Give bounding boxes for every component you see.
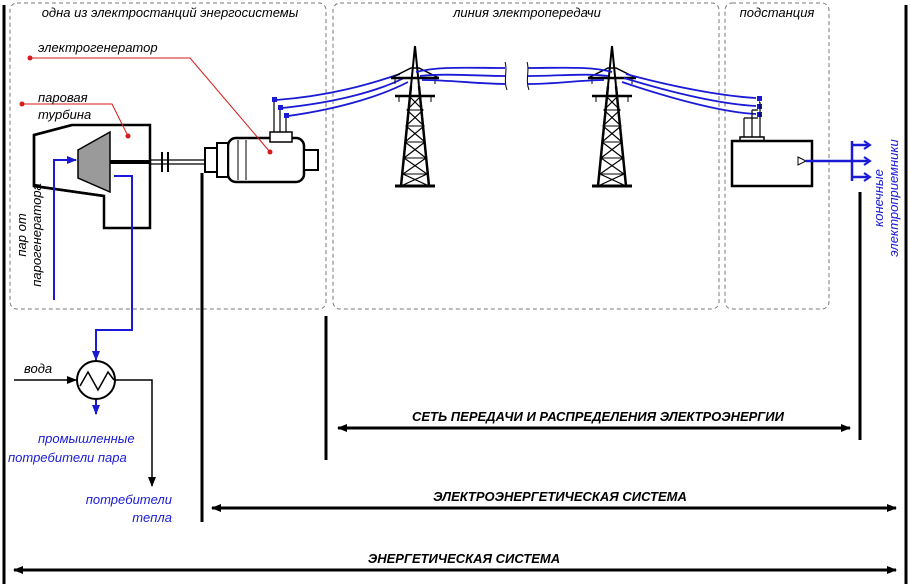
outgoing-feeder [806,141,868,181]
steam-input-line [53,156,77,300]
generator-body [226,136,306,184]
power-station-title: одна из электростанций энергосистемы [42,5,299,20]
industrial-label-1: промышленные [38,431,135,446]
power-station-region [9,2,327,310]
steam-label-1: пар от [14,213,29,256]
substation-title: подстанция [740,5,815,20]
energy-system-span-label: ЭНЕРГЕТИЧЕСКАЯ СИСТЕМА [368,551,560,566]
generator-terminal-box [269,131,293,143]
end-receivers-label-1: конечные [871,169,886,227]
substation-region [724,2,830,310]
heat-label-2: тепла [132,510,172,525]
grid-span-label: СЕТЬ ПЕРЕДАЧИ И РАСПРЕДЕЛЕНИЯ ЭЛЕКТРОЭНЕ… [412,409,785,424]
steam-label-2: парогенератора [29,183,44,287]
heat-label-1: потребители [86,492,172,507]
extraction-line [92,175,133,361]
turbine-label-1: паровая [38,90,88,105]
transmission-line-region [332,2,720,310]
transmission-tower-left-icon [389,44,441,188]
transmission-line-title: линия электропередачи [452,5,601,20]
industrial-label-2: потребители пара [8,450,127,465]
turbine-label-2: турбина [38,107,91,122]
transmission-tower-right-icon [586,44,638,188]
generator-leads [273,100,287,132]
shaft-coupling [150,159,205,165]
heat-output-line [115,379,156,487]
turbine-leader [22,103,129,137]
turbine-rotor-icon [77,130,111,194]
power-system-span-label: ЭЛЕКТРОЭНЕРГЕТИЧЕСКАЯ СИСТЕМА [433,489,687,504]
generator-leader [30,57,271,153]
water-label: вода [24,361,52,376]
line-conductors [415,66,506,85]
end-receivers-label-2: электроприемники [886,139,901,256]
generator-label: электрогенератор [38,40,158,55]
